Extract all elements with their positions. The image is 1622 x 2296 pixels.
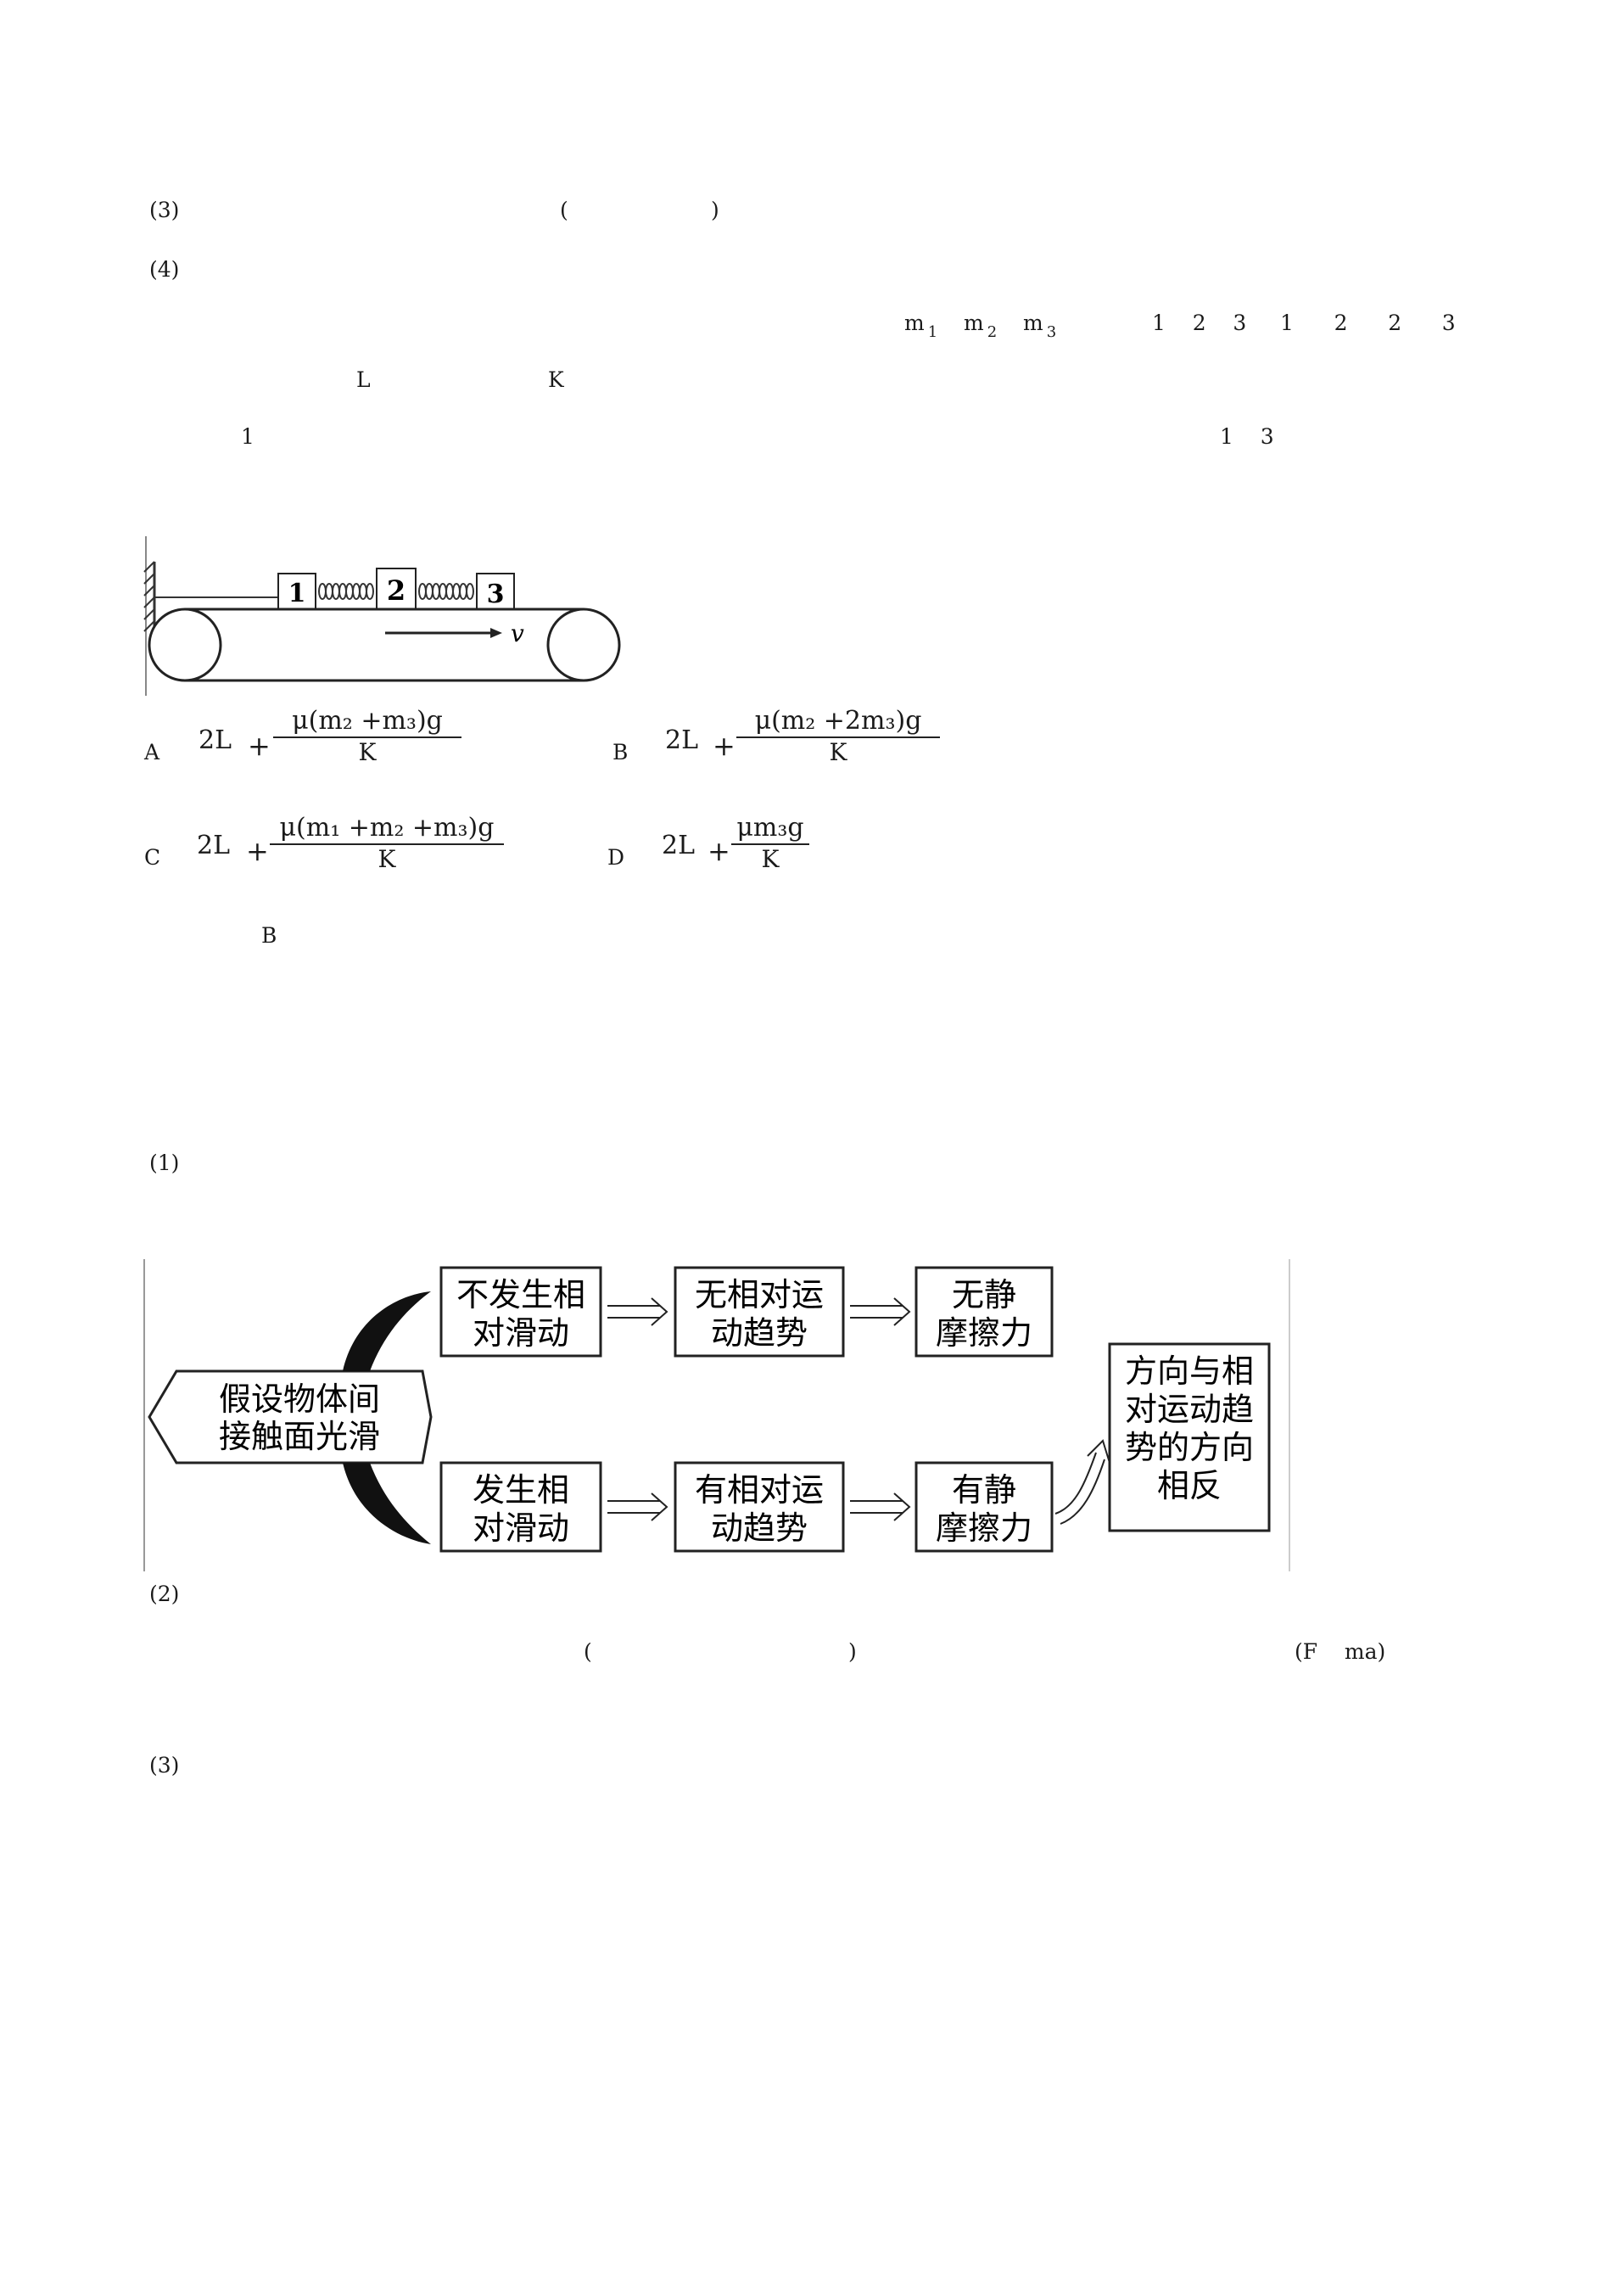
paren-close: ) <box>711 198 719 222</box>
svg-text:发生相: 发生相 <box>473 1471 569 1509</box>
option-c-plus: + <box>246 835 269 867</box>
section-1-label: (1) <box>149 1151 180 1175</box>
svg-text:动趋势: 动趋势 <box>711 1509 808 1547</box>
svg-text:无相对运: 无相对运 <box>695 1276 824 1313</box>
option-d-lead: 2L <box>662 831 696 860</box>
svg-text:有相对运: 有相对运 <box>695 1471 824 1509</box>
svg-text:摩擦力: 摩擦力 <box>936 1314 1032 1352</box>
option-b-letter: B <box>612 740 629 764</box>
option-a-lead: 2L <box>199 725 232 755</box>
spring-2 <box>418 583 474 600</box>
assume-hexagon <box>148 1369 433 1464</box>
svg-text:摩擦力: 摩擦力 <box>936 1509 1032 1547</box>
stiffness-K: K <box>548 367 564 392</box>
svg-text:势的方向: 势的方向 <box>1125 1429 1254 1466</box>
svg-text:对滑动: 对滑动 <box>473 1314 569 1352</box>
option-c-lead: 2L <box>197 831 231 860</box>
item-3-label: (3) <box>149 198 180 222</box>
section-3-label: (3) <box>149 1753 180 1778</box>
assume-line-2: 接触面光滑 <box>219 1418 380 1455</box>
block-1-label: 1 <box>288 579 306 608</box>
blocks-one-three-ref: 1 3 <box>1220 424 1274 449</box>
conveyor-belt-figure: 1 2 3 v <box>143 536 621 696</box>
length-L: L <box>356 367 371 392</box>
spring-1 <box>318 583 374 600</box>
option-a-plus: + <box>248 730 271 762</box>
paren-open: ( <box>560 198 568 222</box>
option-c-letter: C <box>144 845 161 870</box>
answer: B <box>261 923 277 948</box>
svg-text:对滑动: 对滑动 <box>473 1509 569 1547</box>
section-2-paren-close: ) <box>848 1639 857 1664</box>
option-b-plus: + <box>713 730 735 762</box>
velocity-label: v <box>511 619 524 647</box>
svg-text:不发生相: 不发生相 <box>456 1276 585 1313</box>
static-friction-flowchart: 假设物体间 接触面光滑 不发生相 对滑动 无相对运 动趋势 无静 摩擦力 发生相… <box>143 1259 1290 1571</box>
option-a-letter: A <box>144 740 160 764</box>
option-d-plus: + <box>708 835 730 867</box>
svg-text:相反: 相反 <box>1157 1467 1222 1504</box>
svg-text:动趋势: 动趋势 <box>711 1314 808 1352</box>
option-d-letter: D <box>607 845 625 870</box>
svg-text:有静: 有静 <box>952 1471 1016 1509</box>
block-one-ref: 1 <box>241 424 254 449</box>
section-2-label: (2) <box>149 1582 180 1606</box>
newton-second-law: (F ma) <box>1295 1639 1386 1664</box>
assume-line-1: 假设物体间 <box>219 1380 380 1418</box>
item-4-label: (4) <box>149 257 180 282</box>
option-b-lead: 2L <box>665 725 699 755</box>
option-c-fraction: μ(m₁ +m₂ +m₃)g K <box>270 813 504 874</box>
option-b-fraction: μ(m₂ +2m₃)g K <box>736 706 940 767</box>
section-2-paren-open: ( <box>584 1639 592 1664</box>
block-2-label: 2 <box>387 574 406 607</box>
block-sequence: 1 2 3 1 2 2 3 <box>1152 311 1456 335</box>
svg-text:无静: 无静 <box>952 1276 1016 1313</box>
option-d-fraction: μm₃g K <box>731 813 809 874</box>
svg-text:方向与相: 方向与相 <box>1125 1352 1254 1390</box>
svg-text:对运动趋: 对运动趋 <box>1125 1391 1254 1428</box>
block-3-label: 3 <box>487 580 505 609</box>
option-a-fraction: μ(m₂ +m₃)g K <box>273 706 461 767</box>
